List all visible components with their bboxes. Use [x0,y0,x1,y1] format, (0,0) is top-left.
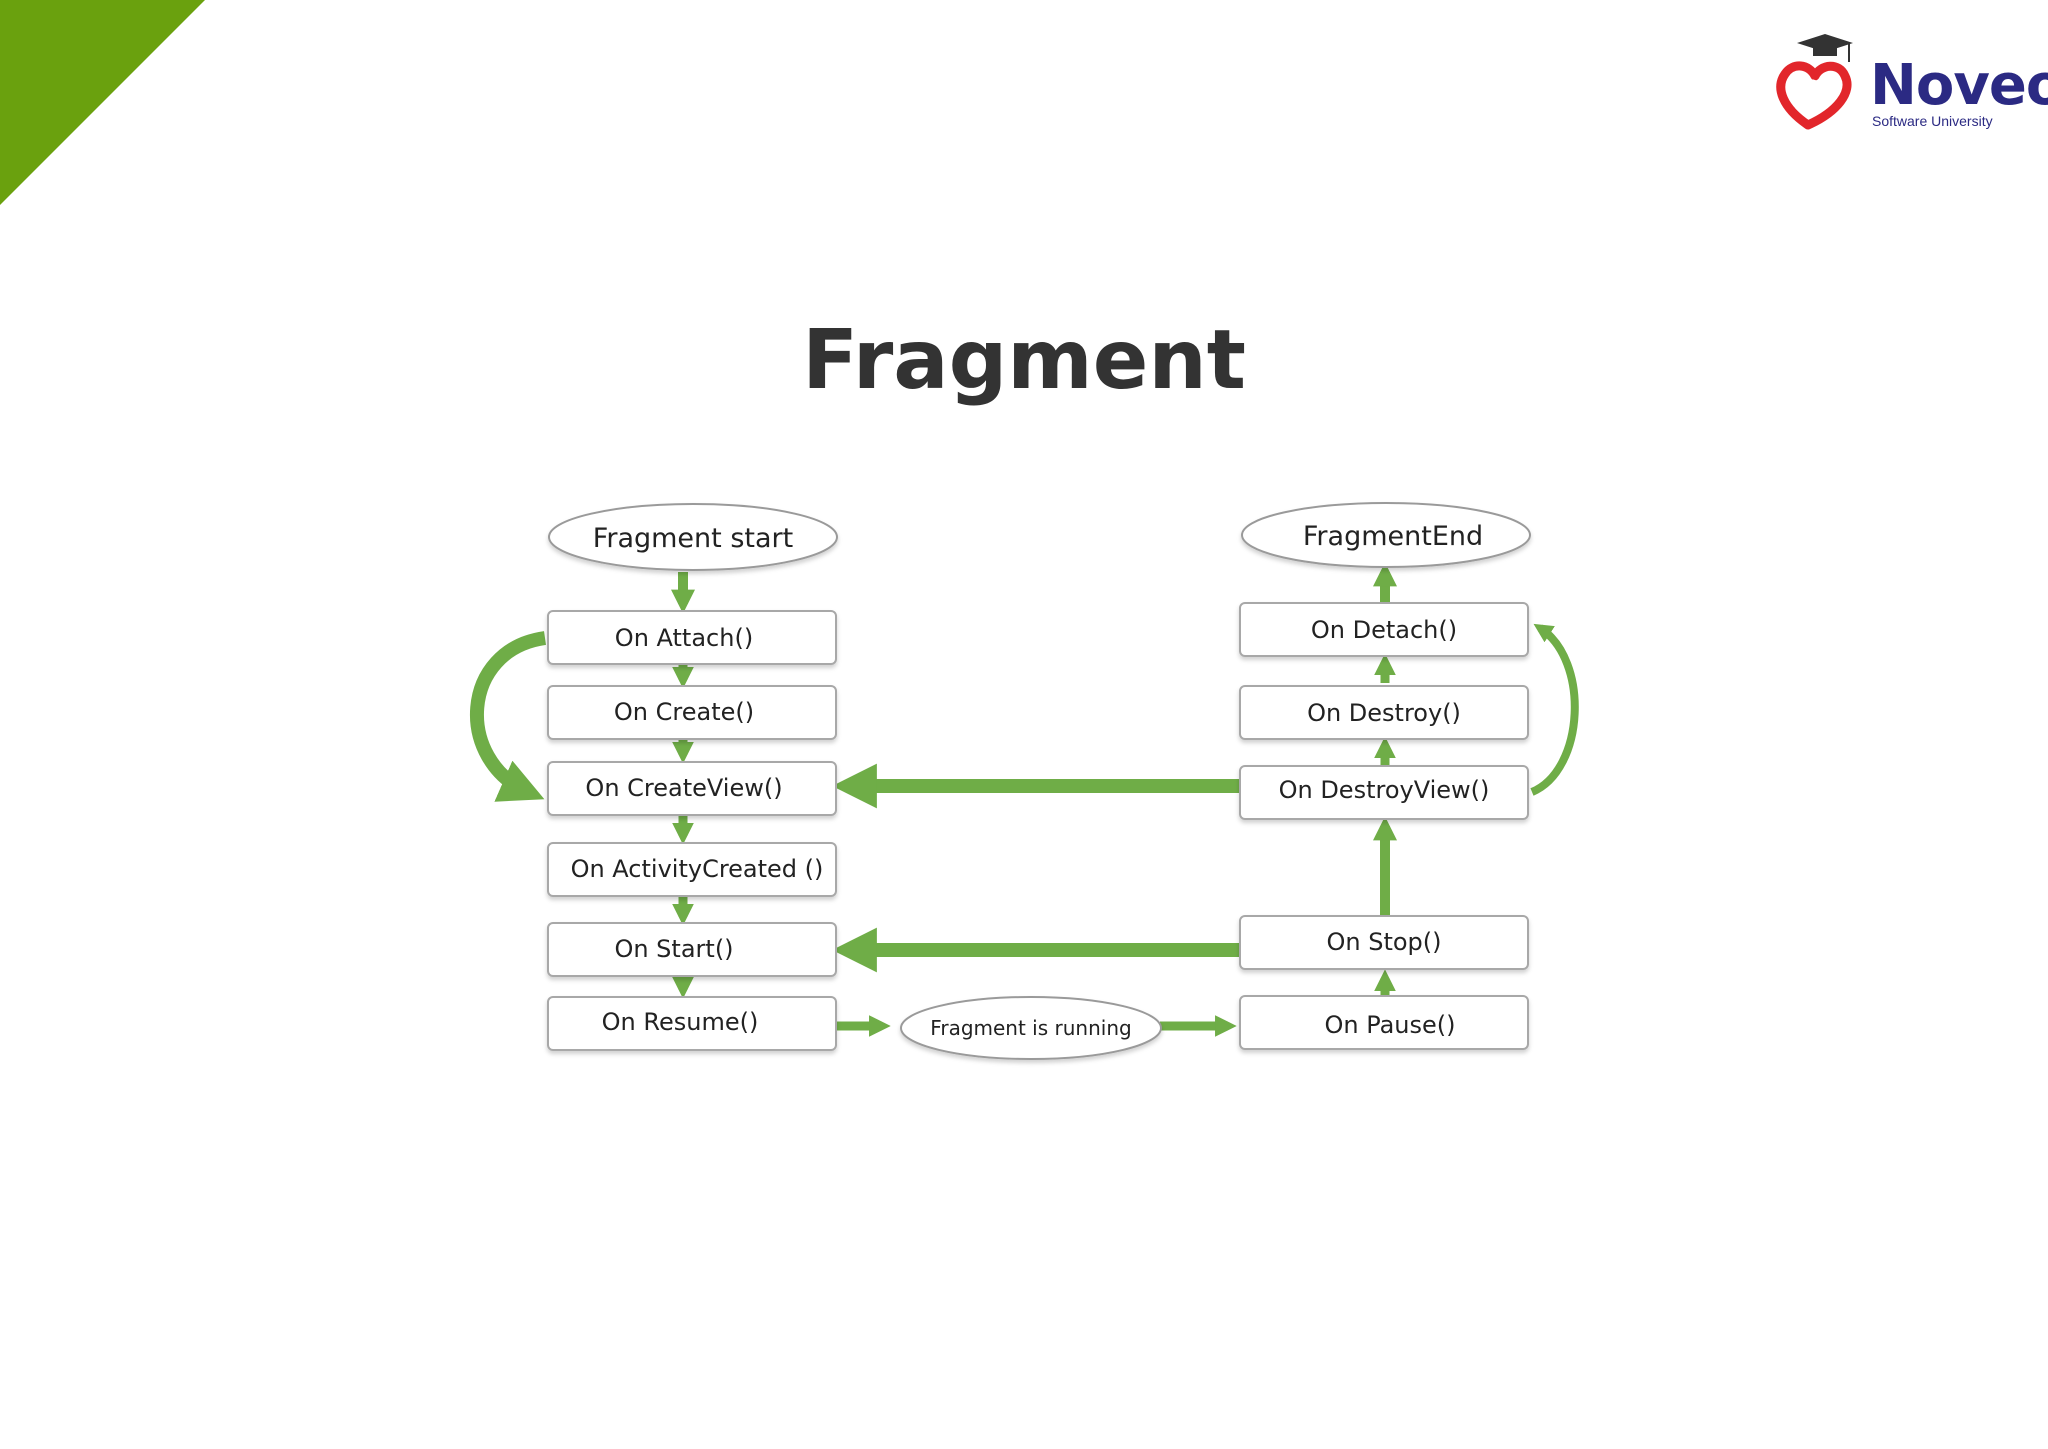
node-label: On Stop() [1326,928,1441,956]
node-label: On ActivityCreated () [571,855,824,883]
node-fragment-running: Fragment is running [900,996,1162,1060]
node-on-resume: On Resume() [547,996,837,1051]
node-on-attach: On Attach() [547,610,837,665]
heart-mark-icon [1776,61,1852,130]
node-on-stop: On Stop() [1239,915,1529,970]
node-label: On DestroyView() [1279,776,1490,804]
node-fragment-end: FragmentEnd [1241,502,1531,568]
node-on-start: On Start() [547,922,837,977]
node-on-create: On Create() [547,685,837,740]
page-title: Fragment [802,313,1246,408]
node-label: FragmentEnd [1303,521,1483,552]
node-label: Fragment is running [930,1016,1131,1040]
node-label: On CreateView() [585,774,782,802]
node-label: On Pause() [1324,1011,1455,1039]
arrow-destroyview-loop-to-detach [1530,623,1579,796]
node-on-pause: On Pause() [1239,995,1529,1050]
node-on-detach: On Detach() [1239,602,1529,657]
node-on-create-view: On CreateView() [547,761,837,816]
corner-accent [0,0,205,205]
node-on-destroy-view: On DestroyView() [1239,765,1529,820]
arrow-attach-loop-to-createview [469,631,547,802]
node-label: On Attach() [615,624,753,652]
node-label: On Resume() [602,1008,759,1036]
node-label: On Start() [614,935,733,963]
brand-tagline: Software University [1872,113,1993,129]
brand-name: Noveo [1870,53,2048,118]
graduation-cap-icon [1797,34,1853,62]
node-label: On Detach() [1311,616,1457,644]
node-on-activity-created: On ActivityCreated () [547,842,837,897]
node-label: On Destroy() [1307,699,1461,727]
node-label: On Create() [614,698,754,726]
node-label: Fragment start [593,523,793,554]
node-on-destroy: On Destroy() [1239,685,1529,740]
node-fragment-start: Fragment start [548,503,838,571]
noveo-logo [1776,34,1853,130]
horizontal-arrows [832,763,1240,1037]
